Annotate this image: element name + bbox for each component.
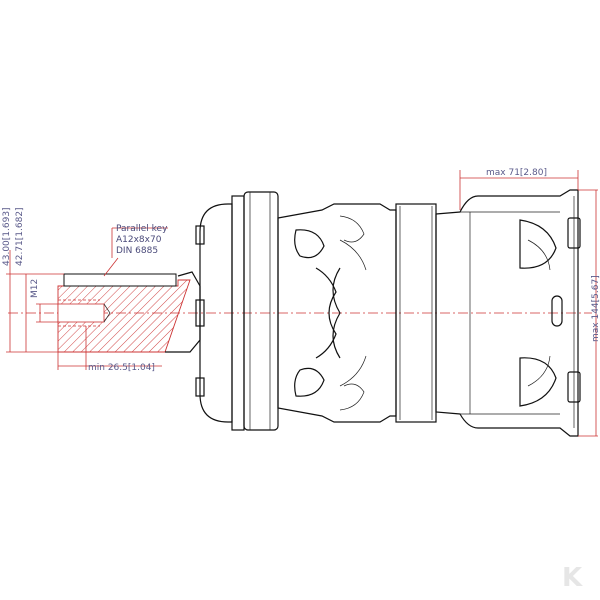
dim-min-length: min 26.5[1.04]: [88, 363, 155, 373]
dim-key-height-b: 42.71[1.682]: [15, 207, 25, 266]
dim-thread: M12: [30, 279, 40, 298]
rear-housing: [435, 189, 581, 437]
callout-line-3: DIN 6885: [116, 246, 158, 256]
motor-housing: [277, 203, 437, 423]
mounting-flange: [195, 191, 279, 431]
output-shaft: [57, 271, 201, 353]
threaded-bore: [57, 303, 105, 323]
dim-key-height-a: 43.00[1.693]: [2, 207, 12, 266]
parallel-key: [63, 273, 177, 287]
callout-line-2: A12x8x70: [116, 235, 162, 245]
dim-max-width: max 71[2.80]: [486, 168, 547, 178]
callout-line-1: Parallel key: [116, 224, 168, 234]
dim-max-height: max 144[5.67]: [591, 275, 600, 342]
watermark-logo: K: [562, 563, 583, 593]
dimension-lines: [6, 170, 598, 437]
